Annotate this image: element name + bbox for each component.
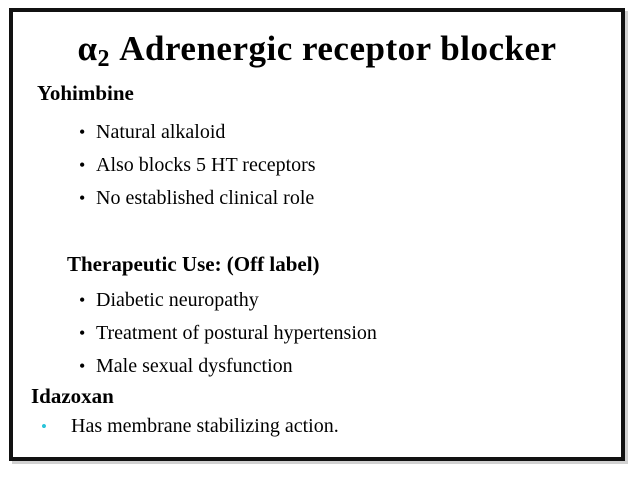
subheading-therapeutic-use: Therapeutic Use: (Off label) bbox=[67, 252, 320, 276]
bullet-icon: • bbox=[79, 323, 86, 343]
bullet-icon: • bbox=[79, 155, 86, 175]
list-item: • Treatment of postural hypertension bbox=[13, 317, 621, 350]
list-item-text: Has membrane stabilizing action. bbox=[71, 415, 339, 437]
yohimbine-bullet-list: • Natural alkaloid • Also blocks 5 HT re… bbox=[13, 116, 621, 215]
bullet-icon: • bbox=[79, 188, 86, 208]
heading-yohimbine: Yohimbine bbox=[37, 81, 134, 105]
accent-bullet-icon: • bbox=[41, 417, 47, 436]
slide-title: α2 Adrenergic receptor blocker bbox=[13, 27, 621, 71]
list-item-text: Male sexual dysfunction bbox=[96, 355, 293, 377]
list-item: • No established clinical role bbox=[13, 182, 621, 215]
therapeutic-bullet-list: • Diabetic neuropathy • Treatment of pos… bbox=[13, 284, 621, 383]
bullet-icon: • bbox=[79, 290, 86, 310]
list-item: • Diabetic neuropathy bbox=[13, 284, 621, 317]
list-item: • Also blocks 5 HT receptors bbox=[13, 149, 621, 182]
list-item: • Male sexual dysfunction bbox=[13, 350, 621, 383]
list-item-text: No established clinical role bbox=[96, 187, 315, 209]
idazoxan-list-item: • Has membrane stabilizing action. bbox=[13, 411, 621, 442]
title-main: Adrenergic receptor blocker bbox=[110, 29, 557, 68]
title-alpha: α bbox=[77, 29, 98, 68]
list-item: • Natural alkaloid bbox=[13, 116, 621, 149]
list-item-text: Diabetic neuropathy bbox=[96, 289, 259, 311]
bullet-icon: • bbox=[79, 122, 86, 142]
list-item-text: Also blocks 5 HT receptors bbox=[96, 154, 316, 176]
heading-idazoxan: Idazoxan bbox=[31, 384, 114, 408]
title-subscript: 2 bbox=[97, 46, 111, 72]
list-item-text: Treatment of postural hypertension bbox=[96, 322, 377, 344]
slide-frame: α2 Adrenergic receptor blocker Yohimbine… bbox=[9, 8, 625, 461]
list-item-text: Natural alkaloid bbox=[96, 121, 226, 143]
bullet-icon: • bbox=[79, 356, 86, 376]
